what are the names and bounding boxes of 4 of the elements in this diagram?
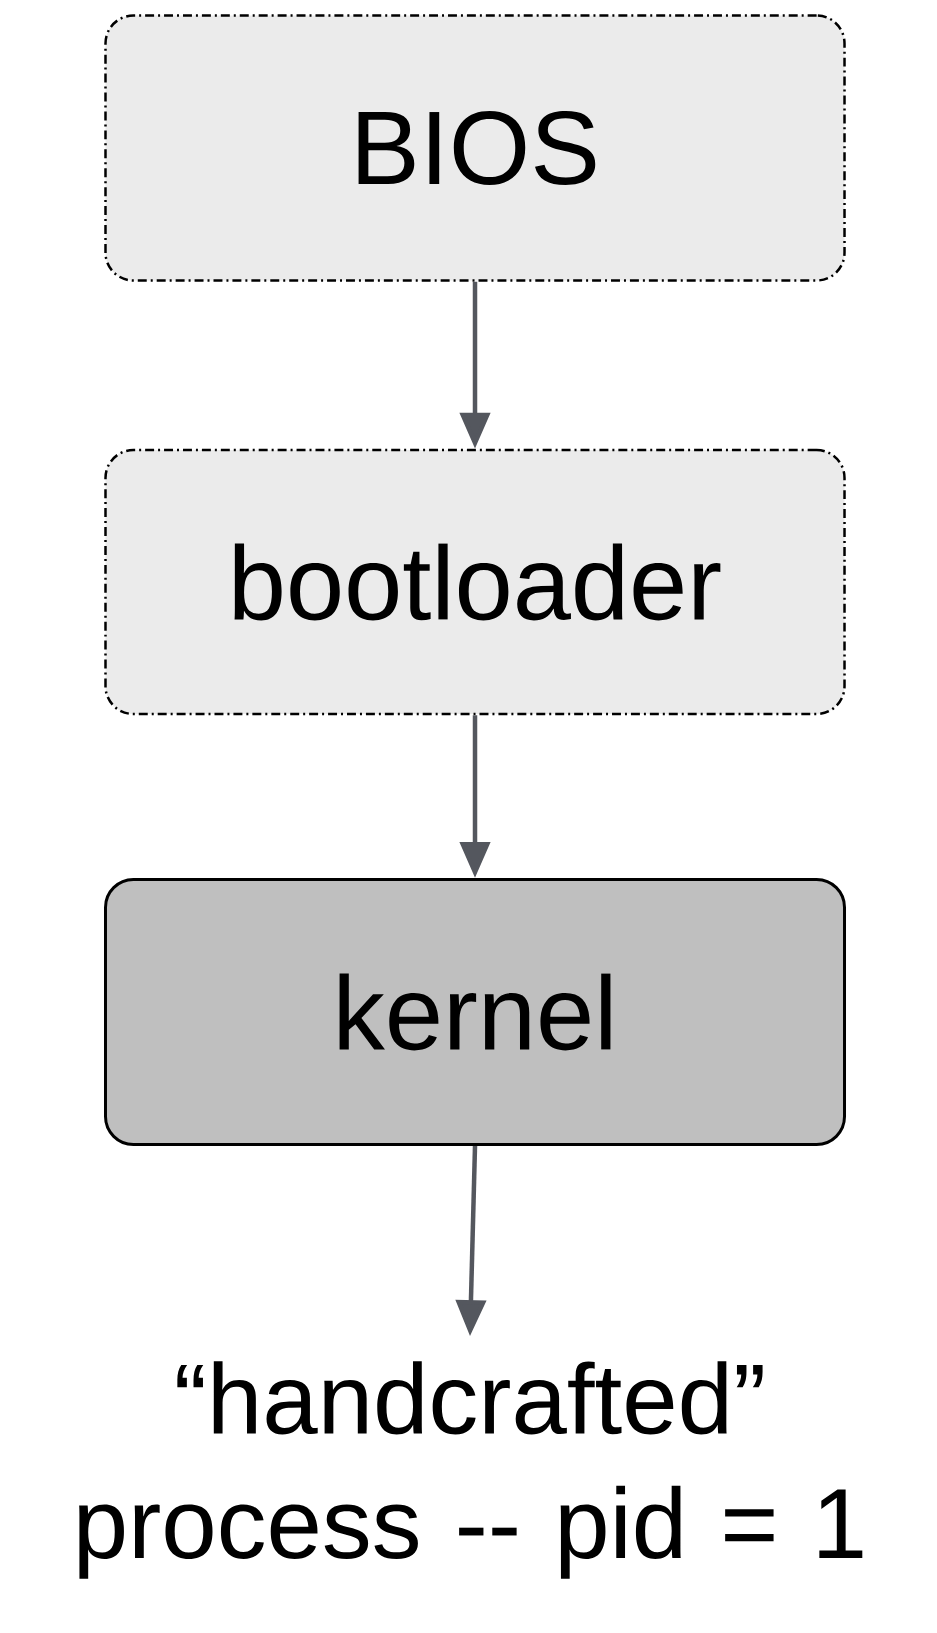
process-box: kernel — [104, 878, 846, 1146]
process-box: bootloader — [104, 448, 846, 716]
output-text: “handcrafted” process -- pid = 1 — [79, 1361, 863, 1579]
process-box: BIOS — [104, 14, 846, 282]
